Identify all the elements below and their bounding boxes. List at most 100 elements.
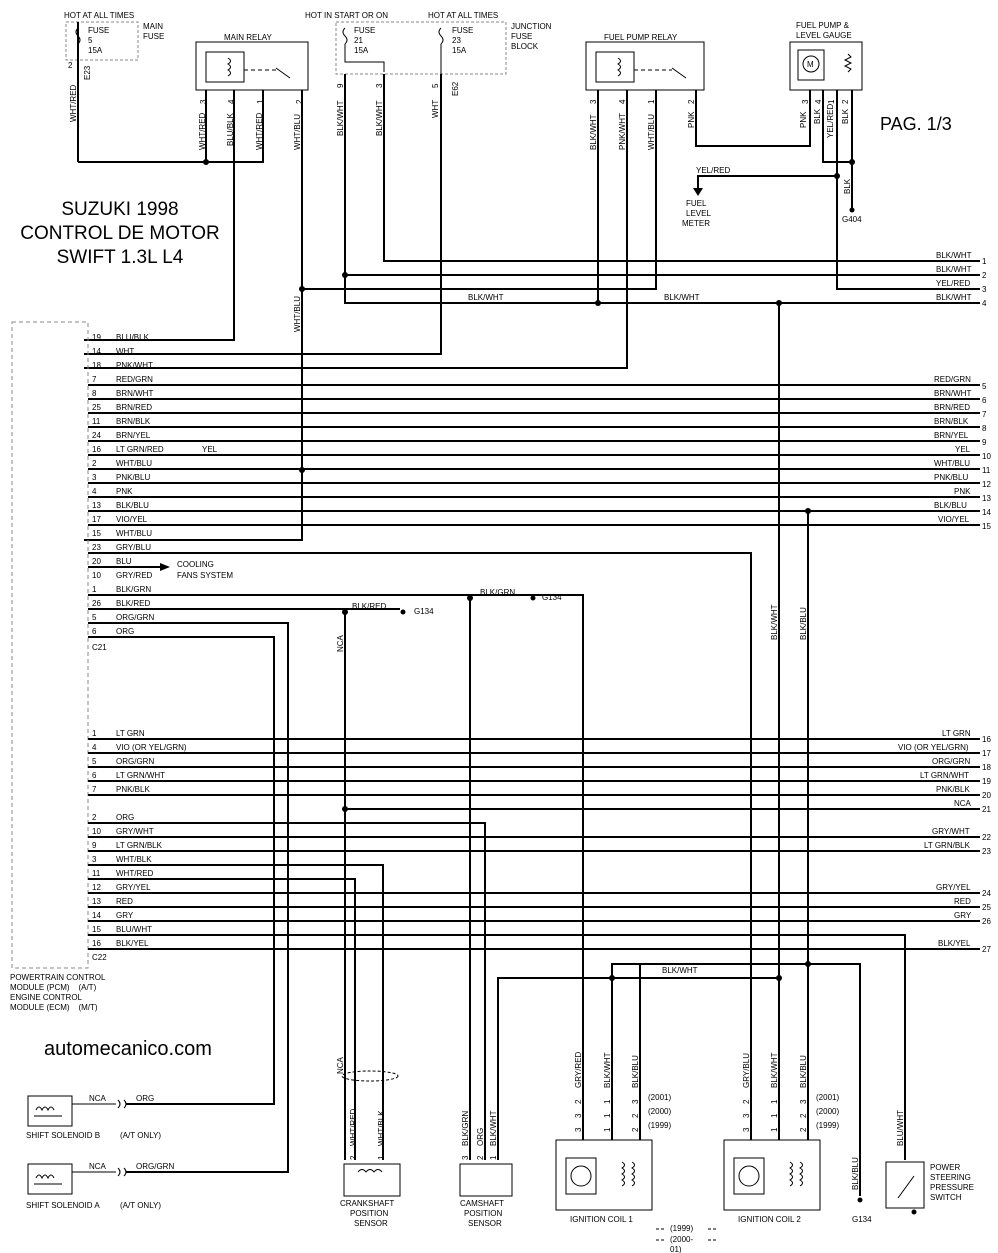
coil1-label: IGNITION COIL 1 [570,1215,633,1224]
shield-symbol [341,1070,399,1082]
coil2-p1999-b: 1 [770,1127,779,1132]
blu-wht-ps-label: BLU/WHT [896,1110,905,1146]
c21-wire-11: PNK [116,487,133,496]
solenoid-b-at: (A/T ONLY) [120,1131,161,1140]
cam-label-3: SENSOR [468,1219,502,1228]
coil2-p1999-c: 2 [799,1127,808,1132]
coil2-wire-3: BLK/BLU [799,1055,808,1088]
fuel-relay-pin-3: 3 [589,99,598,104]
crank-label-2: POSITION [350,1209,388,1218]
power-steering-switch [885,1161,925,1209]
c22-pin-6: 2 [92,813,97,822]
g134-b: G134 [414,607,434,616]
diagram-title: SUZUKI 1998 CONTROL DE MOTOR SWIFT 1.3L … [0,198,240,270]
c21-wire-19: BLK/RED [116,599,150,608]
connector-b-icon [117,1099,127,1109]
main-relay-wire-1: WHT/RED [198,112,207,150]
fuel-relay-pin-2: 2 [687,99,696,104]
junction-dot-l [342,806,348,812]
right-wire-1-num: 1 [982,257,987,266]
junction-box [335,21,507,75]
c21-pin-labels: 19 BLU/BLK 14 WHT 18 PNK/WHT 7 RED/GRN 8… [92,333,164,652]
c22-wires [88,598,980,1160]
r24: GRY/YEL [936,883,971,892]
crank-wire-1: WHT/RED [349,1108,358,1146]
n12: 12 [982,480,991,489]
c22-wire-6: ORG [116,813,134,822]
title-line-2: CONTROL DE MOTOR [20,223,220,244]
c21-line-blkgrn [88,594,584,1140]
blk-wht-fuse21b-label: BLK/WHT [375,100,384,136]
c21-right-labels: RED/GRN 5 BRN/WHT 6 BRN/RED 7 BRN/BLK 8 … [934,375,991,531]
solenoid-a-label: SHIFT SOLENOID A [26,1201,100,1210]
c21-wire-10: PNK/BLU [116,473,150,482]
pcm-mt: (M/T) [78,1003,98,1012]
c21-wire-4: BRN/WHT [116,389,153,398]
title-line-1: SUZUKI 1998 [61,199,179,220]
pump-motor-m: M [807,60,814,69]
wht-fuse23-label: WHT [431,100,440,118]
fuel-meter-arrow [693,188,703,196]
fuel-relay-label: FUEL PUMP RELAY [604,33,678,42]
nca-b-label: NCA [89,1094,107,1103]
main-fuse-box [65,21,139,61]
main-relay-wire-3: WHT/RED [255,112,264,150]
cooling-label-2: FANS SYSTEM [177,571,233,580]
coil1-winding-icon [621,1161,635,1187]
main-fuse-label-1: MAIN [143,22,163,31]
fuse5-pin: 2 [68,61,73,70]
c21-wire-3: RED/GRN [116,375,153,384]
n18: 18 [982,763,991,772]
c21-pin-0: 19 [92,333,101,342]
c22-pin-0: 1 [92,729,97,738]
pcm-line-4: MODULE (ECM) [10,1003,70,1012]
c21-wire-17: GRY/RED [116,571,153,580]
fuel-relay-wire-1: BLK/WHT [589,114,598,150]
c21-pin-19: 26 [92,599,101,608]
n8: 8 [982,424,987,433]
cam-label-1: CAMSHAFT [460,1199,504,1208]
coil1-p1999-c: 2 [631,1127,640,1132]
c22-wire-9: WHT/BLK [116,855,152,864]
wire-fuel-2 [695,90,811,147]
c22-pin-4: 7 [92,785,97,794]
bus-blkwht-bottom [497,977,612,1160]
coil1-wire-3: BLK/BLU [631,1055,640,1088]
c22-wire-4: PNK/BLK [116,785,150,794]
orggrn-a-label: ORG/GRN [136,1162,174,1171]
gauge-pin-4: 4 [814,99,823,104]
n22: 22 [982,833,991,842]
main-relay-coil-box [205,51,245,83]
fuse21-number: 21 [354,36,363,45]
nca-shield-label: NCA [336,1056,345,1074]
g134-c: G134 [852,1215,872,1224]
ignition-coil-1 [555,1139,653,1211]
fuse21-amps: 15A [354,46,369,55]
c22-wire-0: LT GRN [116,729,145,738]
n7: 7 [982,410,987,419]
r27: BLK/YEL [938,939,971,948]
main-relay-wire-4: WHT/BLU [293,114,302,150]
coil1-p2000-b: 1 [603,1113,612,1118]
c22-wire-11: GRY/YEL [116,883,151,892]
legend-2000: (2000- [670,1235,693,1244]
cooling-arrow [160,563,170,571]
c22-pin-14: 15 [92,925,101,934]
ps-switch-ground [911,1209,917,1215]
n16: 16 [982,735,991,744]
r6: BRN/WHT [934,389,971,398]
coil1-p2001-b: 1 [603,1099,612,1104]
camshaft-sensor [459,1163,513,1197]
r14: BLK/BLU [934,501,967,510]
c21-wire-6: BRN/BLK [116,417,151,426]
c21-wire-14: WHT/BLU [116,529,152,538]
r9: BRN/YEL [934,431,969,440]
junction-dot-a [203,159,209,165]
fuel-relay-coil-box [595,51,635,83]
crank-pin-2: 2 [349,1155,358,1160]
fuse23-label: FUSE [452,26,473,35]
c22-line-whtblk [88,864,384,1160]
r26: GRY [954,911,972,920]
n26: 26 [982,917,991,926]
blk-blu-down-label: BLK/BLU [799,607,808,640]
